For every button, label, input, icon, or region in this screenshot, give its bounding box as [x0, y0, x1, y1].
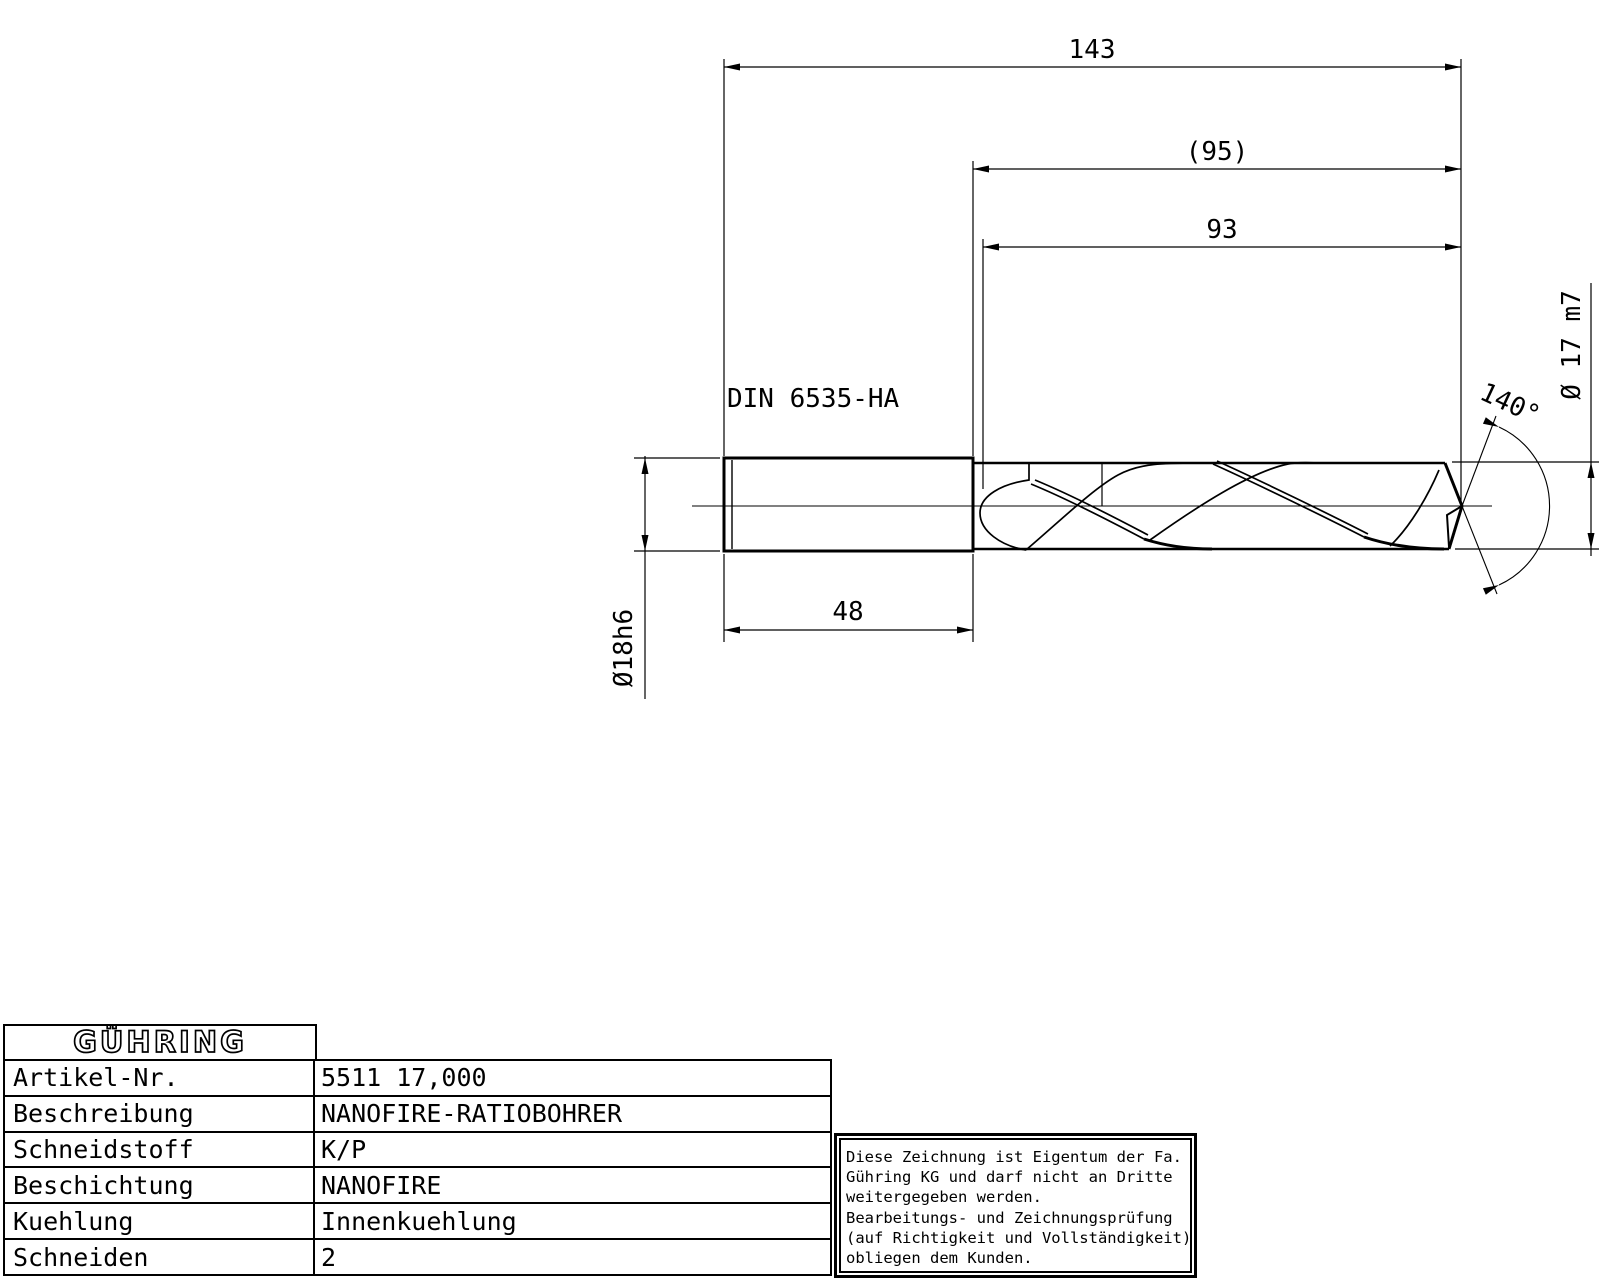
dimension-flute-length: 93 — [983, 215, 1461, 251]
dim-body-length-text: (95) — [1186, 137, 1249, 167]
disclaimer-inner-frame: Diese Zeichnung ist Eigentum der Fa. Güh… — [839, 1138, 1192, 1273]
row-label: Kuehlung — [5, 1204, 315, 1239]
arrow-down-icon — [641, 535, 649, 551]
drill-shank — [722, 456, 975, 553]
arrow-down-icon — [1587, 533, 1595, 549]
arrow-icon — [1482, 585, 1499, 595]
dim-drill-diameter-text: Ø 17 m7 — [1557, 290, 1587, 400]
title-block-table: Artikel-Nr. 5511 17,000 Beschreibung NAN… — [3, 1059, 832, 1276]
table-row: Schneidstoff K/P — [5, 1130, 830, 1167]
din-standard-label: DIN 6535-HA — [727, 384, 900, 414]
disclaimer-line: weitergegeben werden. — [846, 1188, 1042, 1207]
table-row: Beschreibung NANOFIRE-RATIOBOHRER — [5, 1094, 830, 1131]
guehring-logo: GÜHRING — [72, 1026, 247, 1059]
title-block-logo-cell: GÜHRING — [3, 1024, 317, 1061]
row-label: Artikel-Nr. — [5, 1061, 315, 1095]
arrow-up-icon — [1587, 462, 1595, 478]
arrow-right-icon — [957, 626, 973, 634]
arrow-left-icon — [973, 165, 989, 173]
extension-lines — [634, 59, 1599, 642]
table-row: Schneiden 2 — [5, 1238, 830, 1274]
guehring-logo-text: GÜHRING — [73, 1026, 247, 1059]
arrow-left-icon — [724, 63, 740, 71]
disclaimer-line: Diese Zeichnung ist Eigentum der Fa. — [846, 1148, 1182, 1166]
dimension-body-length: (95) — [973, 137, 1461, 173]
row-value: 5511 17,000 — [321, 1063, 487, 1093]
arrow-left-icon — [983, 243, 999, 251]
arrow-up-icon — [641, 458, 649, 474]
dimension-drill-diameter: Ø 17 m7 — [1557, 283, 1595, 556]
drill-flutes — [979, 460, 1445, 551]
row-label: Schneidstoff — [5, 1132, 315, 1167]
table-row: Artikel-Nr. 5511 17,000 — [5, 1061, 830, 1095]
disclaimer-line: Bearbeitungs- und Zeichnungsprüfung — [846, 1208, 1173, 1227]
arrow-right-icon — [1445, 165, 1461, 173]
arrow-left-icon — [724, 626, 740, 634]
row-label: Beschreibung — [5, 1096, 315, 1131]
dim-flute-length-text: 93 — [1206, 215, 1237, 245]
row-value: K/P — [321, 1135, 367, 1165]
arrow-icon — [1482, 417, 1499, 427]
row-label: Schneiden — [5, 1240, 315, 1274]
dimension-shank-length: 48 — [724, 597, 973, 634]
row-value: NANOFIRE — [321, 1170, 442, 1200]
row-value: NANOFIRE-RATIOBOHRER — [321, 1099, 623, 1129]
table-row: Kuehlung Innenkuehlung — [5, 1202, 830, 1239]
arrow-right-icon — [1445, 243, 1461, 251]
dimension-point-angle: 140° — [1461, 377, 1551, 595]
disclaimer-line: (auf Richtigkeit und Vollständigkeit) — [846, 1228, 1192, 1247]
dim-overall-length-text: 143 — [1069, 35, 1116, 65]
arrow-right-icon — [1445, 63, 1461, 71]
row-value: Innenkuehlung — [321, 1206, 517, 1236]
table-row: Beschichtung NANOFIRE — [5, 1166, 830, 1203]
row-value: 2 — [321, 1242, 337, 1272]
disclaimer-line: obliegen dem Kunden. — [846, 1249, 1033, 1268]
disclaimer-line: Gühring KG und darf nicht an Dritte — [846, 1168, 1173, 1187]
dimension-overall-length: 143 — [724, 35, 1461, 71]
dim-shank-diameter-text: Ø18h6 — [609, 609, 639, 687]
dimension-shank-diameter: Ø18h6 — [609, 456, 649, 699]
disclaimer-box: Diese Zeichnung ist Eigentum der Fa. Güh… — [834, 1133, 1197, 1278]
dim-shank-length-text: 48 — [832, 597, 863, 627]
row-label: Beschichtung — [5, 1168, 315, 1203]
